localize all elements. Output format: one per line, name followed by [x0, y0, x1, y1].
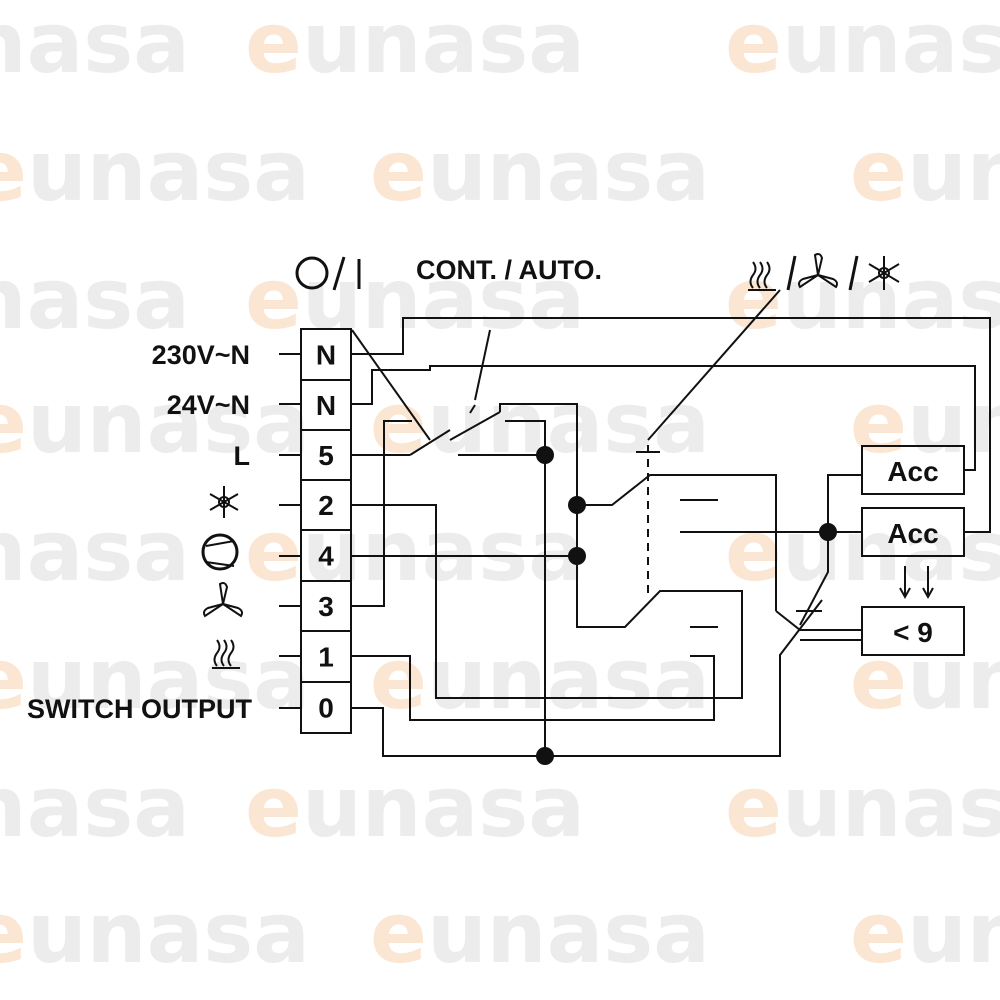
watermark-text: eunasa [0, 758, 190, 856]
terminal-3: 3 [318, 591, 334, 622]
watermark-text: eunasa [245, 0, 585, 92]
watermark-text: eunasa [0, 630, 310, 728]
power-switch-symbol [295, 256, 361, 291]
watermark-text: eunasa [245, 758, 585, 856]
watermark-text: eunasa [850, 884, 1000, 982]
watermark-text: eunasa [850, 374, 1000, 472]
svg-text:Acc: Acc [887, 456, 938, 487]
terminal-n: N [316, 340, 336, 371]
watermark-text: eunasa [245, 502, 585, 600]
snowflake-icon [868, 256, 900, 290]
watermark-text: eunasa [0, 250, 190, 348]
snowflake-icon [209, 486, 239, 518]
terminal-1: 1 [318, 642, 334, 673]
down-arrows [899, 566, 934, 600]
wiring [351, 289, 991, 757]
svg-text:Acc: Acc [887, 518, 938, 549]
fan-icon [798, 253, 838, 289]
terminal-0: 0 [318, 693, 334, 724]
watermark-text: eunasa [725, 0, 1000, 92]
fan-icon [203, 582, 243, 618]
watermark-text: eunasa [0, 122, 310, 220]
watermark-text: eunasa [0, 374, 310, 472]
watermark-text: eunasa [0, 502, 190, 600]
watermark-text: eunasa [0, 0, 190, 92]
terminal-5: 5 [318, 440, 334, 471]
watermark-text: eunasa [725, 758, 1000, 856]
junction-dots [536, 446, 837, 765]
label-l: L [234, 441, 251, 471]
terminal-stubs [279, 353, 301, 709]
terminal-2: 2 [318, 490, 334, 521]
label-230v: 230V~N [152, 340, 250, 370]
watermark-text: eunasa [725, 250, 1000, 348]
heater-icon [748, 261, 776, 291]
watermark-text: eunasa [370, 122, 710, 220]
terminal-4: 4 [318, 541, 334, 572]
heater-icon [212, 639, 240, 669]
label-switch-output: SWITCH OUTPUT [27, 694, 252, 724]
terminal-n: N [316, 390, 336, 421]
svg-text:< 9: < 9 [893, 617, 933, 648]
terminal-cells: NN 5 2 4 3 1 0 [301, 340, 351, 724]
watermark-text: eunasa [370, 630, 710, 728]
compressor-icon [201, 533, 239, 571]
function-selector-icons [748, 253, 900, 291]
watermark-text: eunasa [850, 122, 1000, 220]
limit-box: < 9 [861, 606, 965, 656]
mode-switch-label: CONT. / AUTO. [416, 255, 602, 285]
watermark-text: eunasa [0, 884, 310, 982]
watermark-text: eunasa [370, 884, 710, 982]
watermark-text: eunasa [245, 250, 585, 348]
watermark-text: eunasa [850, 630, 1000, 728]
label-24v: 24V~N [167, 390, 250, 420]
